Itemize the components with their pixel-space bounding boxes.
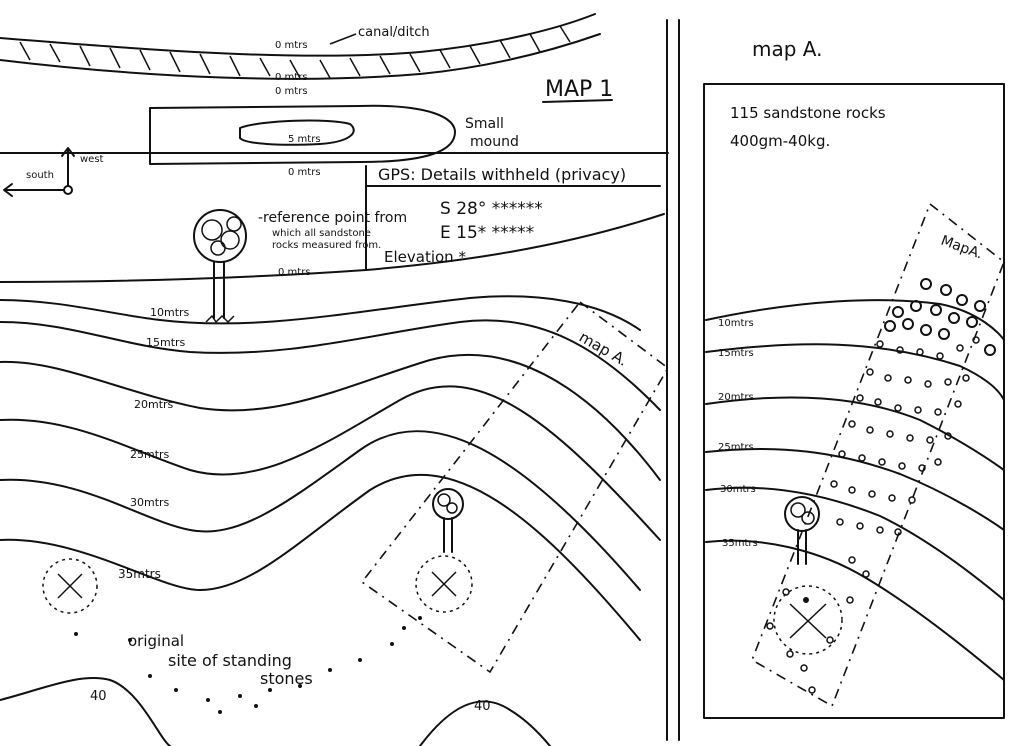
stone-circle-map-a [415,555,473,613]
distance-top1: 0 mtrs [275,40,308,51]
compass-south-label: south [26,170,54,181]
canal-label: canal/ditch [358,25,430,40]
compass-icon [3,147,75,197]
map-a-tree-icon [784,496,820,565]
gps-title: GPS: Details withheld (privacy) [378,165,626,184]
map-a-stone-circle [773,585,843,655]
reference-point-label-3: rocks measured from. [272,240,381,251]
map-a-panel: map A. 115 sandstone rocks 400gm-40kg. M… [703,37,1005,719]
standing-stones-circle [42,558,98,614]
map-a-stone-circle-cross [789,603,827,639]
map-a-contour-20: 20mtrs [718,392,754,403]
map-a-rocks-count: 115 sandstone rocks [730,104,886,122]
canal-leader-line [329,33,357,45]
map-a-boundary [360,300,670,674]
ground-line [0,213,665,283]
map-a-contour-15: 15mtrs [718,348,754,359]
reference-point-label-1: -reference point from [258,210,407,226]
contour-label-15: 15mtrs [146,336,186,349]
reference-tree-icon [193,209,247,324]
stone-circle-cross-1 [431,571,457,597]
distance-mid: 0 mtrs [288,167,321,178]
standing-stones-label-2: site of standing [168,651,292,670]
contour-lines [0,295,661,746]
contour-label-35: 35mtrs [118,567,161,581]
mound-distance: 5 mtrs [288,134,321,145]
mound-label-2: mound [470,134,519,150]
contour-label-40-left: 40 [90,689,107,704]
contour-label-25: 25mtrs [130,448,170,461]
map-a-heading: map A. [752,37,822,61]
reference-point-label-2: which all sandstone [272,228,371,239]
standing-stones-label-3: stones [260,669,313,688]
contour-label-10: 10mtrs [150,306,190,319]
sandstone-rocks-large [884,278,996,356]
contour-label-20: 20mtrs [134,398,174,411]
map-a-center-stone [803,597,809,603]
distance-ref: 0 mtrs [278,267,311,278]
contour-label-30: 30mtrs [130,496,170,509]
mound-label-1: Small [465,116,504,132]
map-1: canal/ditch 0 mtrs 0 mtrs 0 mtrs MAP 1 5… [0,13,670,746]
tree-icon [432,488,464,553]
distance-top2: 0 mtrs [275,72,308,83]
gps-latitude: S 28° ****** [440,199,543,219]
gps-longitude: E 15* ***** [440,223,534,243]
map-a-contour-30: 30mtrs [720,484,756,495]
compass-west-label: west [80,154,104,165]
map1-title-underline [542,99,613,103]
contour-label-40-right: 40 [474,699,491,714]
map-a-rocks-weight: 400gm-40kg. [730,132,830,150]
standing-stones-label-1: original [128,632,184,650]
map-a-contour-10: 10mtrs [718,318,754,329]
mound-inner-contour [239,119,355,146]
map-a-contour-35: 35mtrs [722,538,758,549]
map-a-contours [705,299,1005,681]
distance-top3: 0 mtrs [275,86,308,97]
map-a-contour-25: 25mtrs [718,442,754,453]
standing-stones-cross [57,573,83,599]
map-a-inner-boundary [751,202,1005,708]
small-mound [149,104,456,165]
map1-title: MAP 1 [545,77,613,102]
stone-dots-trail [74,616,422,714]
map-a-inner-label: MapA. [939,233,985,263]
canal-ditch [0,13,601,80]
sandstone-rocks-small [766,336,980,694]
